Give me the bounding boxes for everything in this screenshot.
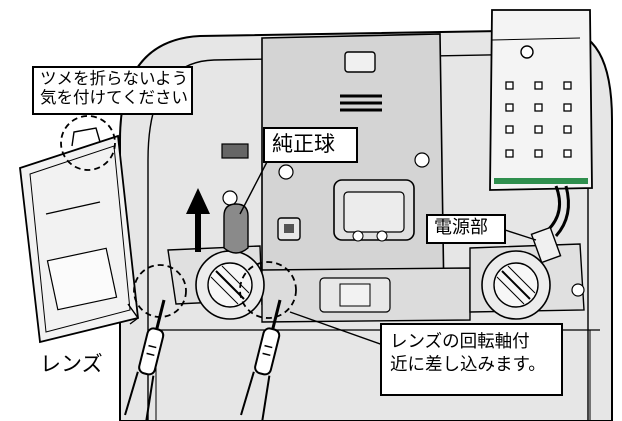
lens-cover [19, 127, 139, 344]
claw-warning-line2: 気を付けてください [40, 87, 189, 107]
highlight-circles [60, 115, 297, 319]
left-screwdriver [124, 299, 166, 421]
claw-highlight-circle [60, 115, 116, 171]
right-bulb-socket [481, 250, 585, 320]
lens-pivot-line2: 近に差し込みます。 [390, 354, 546, 375]
bulb [221, 143, 249, 254]
right-pivot-highlight-circle [239, 261, 297, 319]
lens-label: レンズ [40, 348, 103, 378]
power-unit-callout: 電源部 [426, 214, 506, 244]
claw-warning-callout: ツメを折らないよう 気を付けてください [32, 66, 193, 115]
leader-lines [239, 159, 537, 346]
genuine-bulb-callout: 純正球 [263, 127, 358, 163]
power-unit [489, 9, 593, 264]
lens-label-text: レンズ [40, 352, 103, 376]
remove-direction-arrow [186, 188, 210, 252]
lens-pivot-line1: レンズの回転軸付 [390, 332, 530, 352]
lens-pivot-callout: レンズの回転軸付 近に差し込みます。 [380, 323, 563, 396]
center-panel [261, 33, 445, 305]
genuine-bulb-label: 純正球 [272, 132, 335, 156]
left-bulb-socket [195, 190, 265, 320]
claw-warning-line1: ツメを折らないよう [40, 69, 189, 88]
right-screwdriver [240, 299, 282, 421]
power-unit-label: 電源部 [434, 217, 488, 238]
